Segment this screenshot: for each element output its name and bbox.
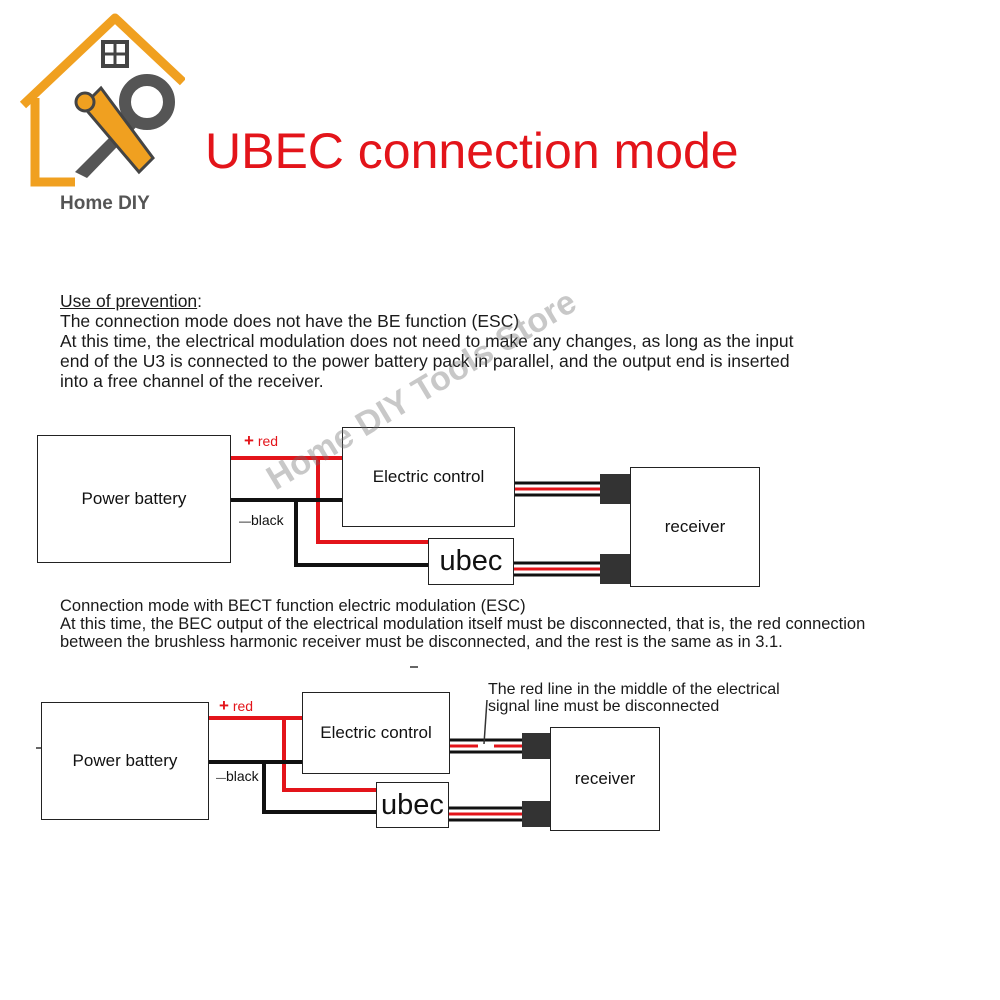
electric-control-label: Electric control xyxy=(372,467,485,486)
red-label: red xyxy=(232,698,254,714)
section2-line: between the brushless harmonic receiver … xyxy=(60,633,783,651)
section1-heading: Use of prevention xyxy=(60,291,198,311)
section2-line: At this time, the BEC output of the elec… xyxy=(60,615,866,633)
red-wire-label: + red xyxy=(219,696,253,716)
section1-line: end of the U3 is connected to the power … xyxy=(60,351,790,371)
disconnect-note-line: The red line in the middle of the electr… xyxy=(488,681,780,698)
section1-line: The connection mode does not have the BE… xyxy=(60,311,520,331)
plus-sign: + xyxy=(219,696,229,715)
power-battery-label: Power battery xyxy=(81,489,187,508)
receiver-box: receiver xyxy=(550,727,660,831)
black-label: black xyxy=(251,512,284,528)
diagram1-wires xyxy=(230,456,630,584)
page-title: UBEC connection mode xyxy=(205,123,739,179)
electric-control-box: Electric control xyxy=(302,692,450,774)
ubec-label: ubec xyxy=(381,788,444,821)
section1-heading-line: Use of prevention: xyxy=(60,292,202,311)
minus-sign: — xyxy=(216,773,226,784)
receiver-label: receiver xyxy=(664,517,726,536)
disconnect-note-line: signal line must be disconnected xyxy=(488,698,720,715)
ubec-box: ubec xyxy=(376,782,449,828)
power-battery-box: Power battery xyxy=(41,702,209,820)
section1-heading-colon: : xyxy=(197,291,203,311)
ubec-box: ubec xyxy=(428,538,514,585)
minus-sign: — xyxy=(239,514,251,528)
section1-line: At this time, the electrical modulation … xyxy=(60,331,794,351)
logo-text: Home DIY xyxy=(60,193,150,214)
plus-sign: + xyxy=(244,431,254,450)
section1-line: into a free channel of the receiver. xyxy=(60,371,324,391)
red-label: red xyxy=(257,433,279,449)
diagram2-wires xyxy=(208,699,550,827)
black-label: black xyxy=(226,768,259,784)
ubec-label: ubec xyxy=(439,545,503,577)
logo xyxy=(15,10,187,190)
black-wire-label: —black xyxy=(239,512,284,528)
power-battery-label: Power battery xyxy=(72,751,178,770)
receiver-label: receiver xyxy=(574,769,636,788)
power-battery-box: Power battery xyxy=(37,435,231,563)
section2-line: Connection mode with BECT function elect… xyxy=(60,597,526,615)
red-wire-label: + red xyxy=(244,431,278,451)
receiver-box: receiver xyxy=(630,467,760,587)
electric-control-label: Electric control xyxy=(320,723,432,742)
electric-control-box: Electric control xyxy=(342,427,515,527)
house-wrench-screwdriver-icon xyxy=(19,13,187,187)
black-wire-label: —black xyxy=(216,768,259,784)
